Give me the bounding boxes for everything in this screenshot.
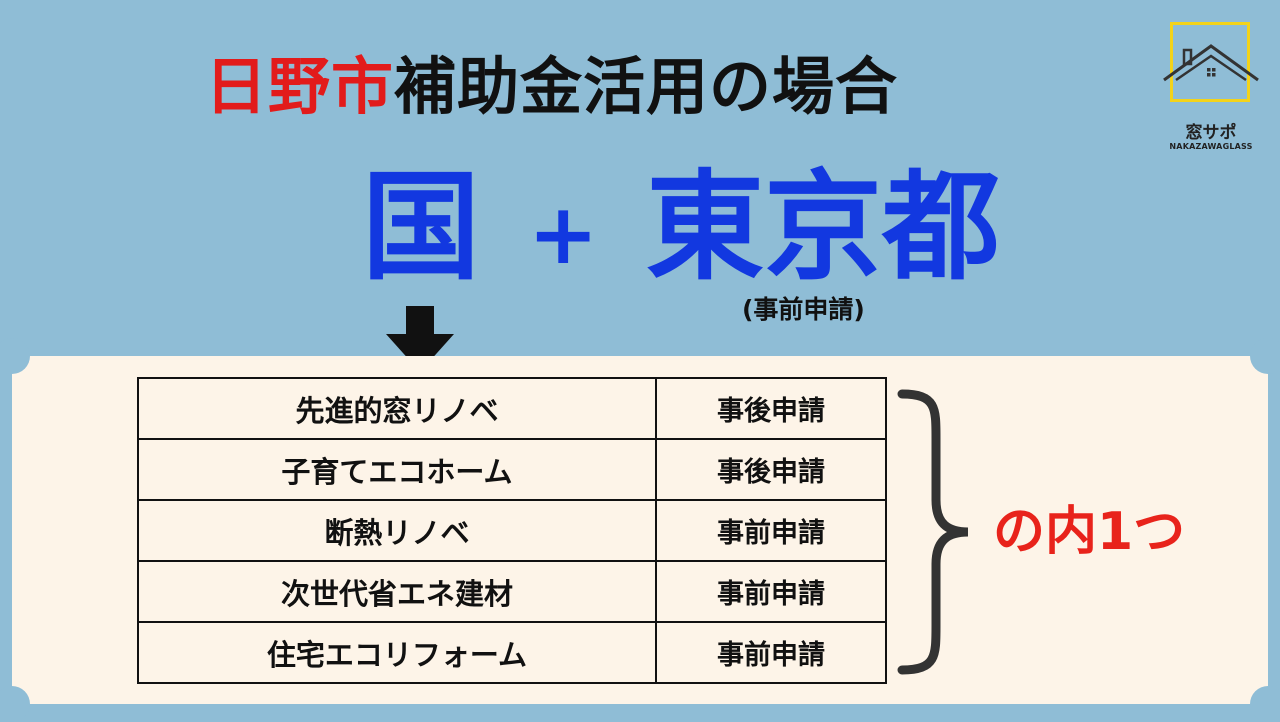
logo-name-en: NAKAZAWAGLASS [1169, 142, 1253, 151]
house-icon [1163, 44, 1259, 82]
panel-notch [1250, 338, 1280, 374]
panel-notch [0, 338, 30, 374]
tokyo-label: 東京都 [646, 158, 1001, 296]
panel-notch [1250, 686, 1280, 722]
program-name: 断熱リノベ [137, 499, 657, 562]
table-row: 断熱リノベ 事前申請 [137, 499, 887, 562]
program-name: 先進的窓リノベ [137, 377, 657, 440]
plus-sign: + [528, 185, 599, 283]
page-title: 日野市補助金活用の場合 [205, 56, 898, 118]
program-name: 住宅エコリフォーム [137, 621, 657, 684]
table-row: 先進的窓リノベ 事後申請 [137, 377, 887, 440]
application-timing: 事後申請 [655, 377, 887, 440]
choice-label: の内1つ [993, 502, 1186, 562]
tokyo-note: (事前申請) [742, 295, 865, 324]
table-row: 住宅エコリフォーム 事前申請 [137, 621, 887, 684]
national-label: 国 [362, 158, 481, 296]
application-timing: 事前申請 [655, 499, 887, 562]
panel-notch [0, 686, 30, 722]
logo-frame [1170, 22, 1250, 102]
title-city: 日野市 [205, 50, 395, 123]
subsidy-table: 先進的窓リノベ 事後申請 子育てエコホーム 事後申請 断熱リノベ 事前申請 次世… [137, 377, 887, 684]
application-timing: 事前申請 [655, 560, 887, 623]
program-name: 次世代省エネ建材 [137, 560, 657, 623]
down-arrow-icon [386, 306, 454, 372]
application-timing: 事前申請 [655, 621, 887, 684]
program-name: 子育てエコホーム [137, 438, 657, 501]
logo-name-jp: 窓サポ [1185, 123, 1237, 143]
curly-brace-icon [897, 389, 969, 675]
application-timing: 事後申請 [655, 438, 887, 501]
table-row: 子育てエコホーム 事後申請 [137, 438, 887, 501]
title-rest: 補助金活用の場合 [394, 50, 899, 123]
table-row: 次世代省エネ建材 事前申請 [137, 560, 887, 623]
brand-logo: 窓サポ NAKAZAWAGLASS [1160, 20, 1262, 160]
